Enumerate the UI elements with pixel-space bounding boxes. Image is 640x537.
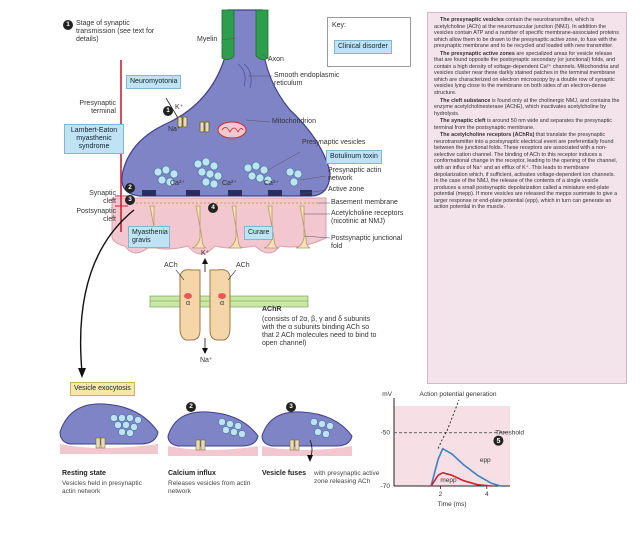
key-title: Key: <box>332 22 347 29</box>
achr-description: (consists of 2α, β, γ and δ subunits wit… <box>262 316 377 347</box>
series-label-epp: epp <box>480 457 491 464</box>
y-tick-label: -70 <box>381 483 391 490</box>
x-axis-label: Time (ms) <box>437 501 466 508</box>
label-alpha-left: α <box>186 300 191 307</box>
stage-3-desc: with presynaptic active zone releasing A… <box>314 470 380 485</box>
y-tick-label: -50 <box>381 430 391 437</box>
stage-3-marker: 3 <box>125 195 135 205</box>
achr-detail <box>149 258 309 354</box>
label-ca-2: Ca²⁺ <box>222 180 237 187</box>
tag-lambert-eaton: Lambert-Eaton myasthenic syndrome <box>64 124 124 154</box>
tag-curare: Curare <box>244 226 274 240</box>
stage-caption: Stage of synaptic transmission (see text… <box>76 20 155 43</box>
panel-p1: The presynaptic vesicles contain the neu… <box>434 17 619 50</box>
label-ca-3: Ca²⁺ <box>264 180 279 187</box>
x-tick-label: 4 <box>485 491 489 498</box>
label-na-achr: Na⁺ <box>200 357 213 364</box>
presynaptic-vesicles-shape <box>153 157 303 189</box>
series-line-mepp <box>430 471 492 487</box>
label-k-top: K⁺ <box>175 104 184 111</box>
label-synaptic-cleft: Synaptic cleft <box>89 190 116 205</box>
mitochondrion-shape <box>217 121 247 139</box>
stage-1-badge: 1 <box>63 20 73 30</box>
exocytosis-arrow <box>79 209 135 373</box>
label-smooth-er: Smooth endoplasmic reticulum <box>274 72 340 87</box>
label-junctional-fold: Postsynaptic junctional fold <box>331 235 403 250</box>
y-axis-label: mV <box>382 391 392 398</box>
panel-p5: The acetylcholine receptors (AChRs) that… <box>434 132 618 211</box>
stage-2-title: Calcium influx <box>168 470 216 477</box>
label-actin: Presynaptic actin network <box>328 167 382 182</box>
label-ach-left: ACh <box>164 262 178 269</box>
series-label-mepp: mepp <box>440 477 457 484</box>
action-potential-line <box>437 399 460 449</box>
label-myelin: Myelin <box>197 36 218 43</box>
stage-1-title: Resting state <box>62 470 106 477</box>
threshold-label: Threshold <box>495 430 524 437</box>
myelin-sheath-right <box>255 9 269 60</box>
panel-p4: The synaptic cleft is around 50 nm wide … <box>434 118 613 131</box>
label-k-achr: K⁺ <box>201 250 210 257</box>
stage-5-number: 5 <box>496 438 500 445</box>
stage-2-marker: 2 <box>125 183 135 193</box>
tag-neuromyotonia: Neuromyotonia <box>126 75 182 89</box>
label-ach-receptors: Acetylcholine receptors (nicotinic at NM… <box>331 210 404 225</box>
key-box: Key: Clinical disorder <box>327 17 411 67</box>
chart-plot-bg <box>394 406 510 486</box>
myelin-sheath <box>221 9 235 60</box>
presynaptic-terminal <box>121 9 331 197</box>
panel-p3: The cleft substance is found only at the… <box>434 97 620 117</box>
label-presynaptic-terminal: Presynaptic terminal <box>79 100 116 115</box>
label-postsynaptic-cleft: Postsynaptic cleft <box>76 208 116 223</box>
achr-title: AChR <box>262 306 282 313</box>
label-ach-right: ACh <box>236 262 250 269</box>
label-mitochondrion: Mitochondrion <box>272 118 316 125</box>
stage-2-desc: Releases vesicles from actin network <box>168 480 251 495</box>
stage-3-title: Vesicle fuses <box>262 470 306 477</box>
explanation-panel: The presynaptic vesicles contain the neu… <box>427 12 627 384</box>
stage-panel-3-badge: 3 <box>286 402 296 412</box>
label-ca-1: Ca²⁺ <box>170 180 185 187</box>
smooth-er <box>237 63 252 89</box>
chart-title: Action potential generation <box>420 391 497 398</box>
stage-panel-2-badge: 2 <box>186 402 196 412</box>
label-active-zone: Active zone <box>328 186 365 193</box>
tag-vesicle-exocytosis: Vesicle exocytosis <box>70 382 135 396</box>
x-tick-label: 2 <box>439 491 443 498</box>
label-alpha-right: α <box>220 300 225 307</box>
ion-channels <box>177 116 210 133</box>
stage-5-badge <box>493 435 504 446</box>
series-line-epp <box>430 447 501 487</box>
label-na-top: Na⁺ <box>168 126 181 133</box>
stage-4-marker: 4 <box>208 203 218 213</box>
label-basement: Basement membrane <box>331 199 398 206</box>
label-axon: Axon <box>268 56 284 63</box>
tag-myasthenia: Myasthenia gravis <box>128 226 170 248</box>
stage-1-marker: 1 <box>163 106 173 116</box>
stage-1-desc: Vesicles held in presynaptic actin netwo… <box>62 480 142 495</box>
tag-botulinum: Botulinum toxin <box>326 150 382 164</box>
panel-p2: The presynaptic active zones are special… <box>434 50 619 97</box>
leader-lines <box>221 37 331 239</box>
stage-panels <box>59 403 353 462</box>
label-presynaptic-vesicles: Presynaptic vesicles <box>302 139 366 146</box>
key-clinical-disorder: Clinical disorder <box>334 40 392 54</box>
